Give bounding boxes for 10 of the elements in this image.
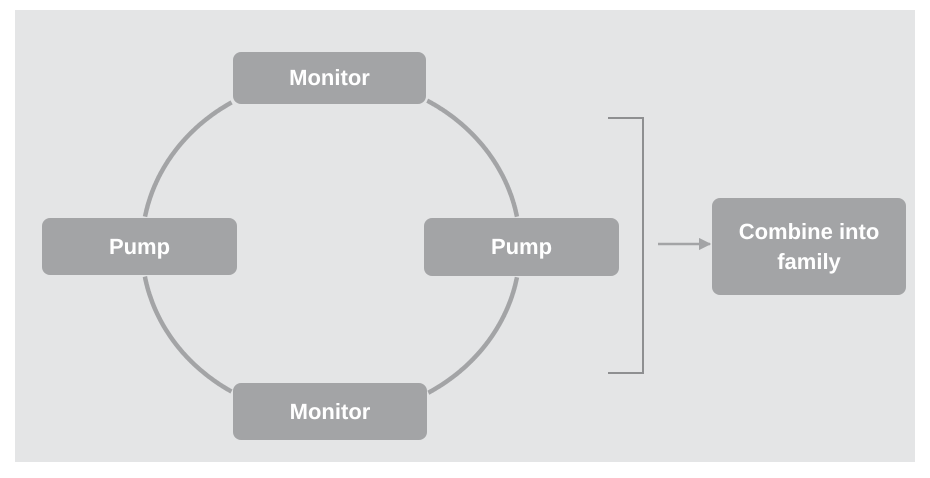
process-box: Pump — [42, 218, 237, 275]
ring-connector — [142, 100, 233, 218]
ring-connector — [426, 98, 520, 218]
process-box: Pump — [424, 218, 619, 276]
ring-connector — [142, 275, 233, 394]
arrow — [658, 238, 712, 250]
ring-connector — [426, 276, 520, 395]
process-box: Combine into family — [712, 198, 906, 295]
process-box: Monitor — [233, 383, 427, 440]
process-box: Monitor — [233, 52, 426, 104]
